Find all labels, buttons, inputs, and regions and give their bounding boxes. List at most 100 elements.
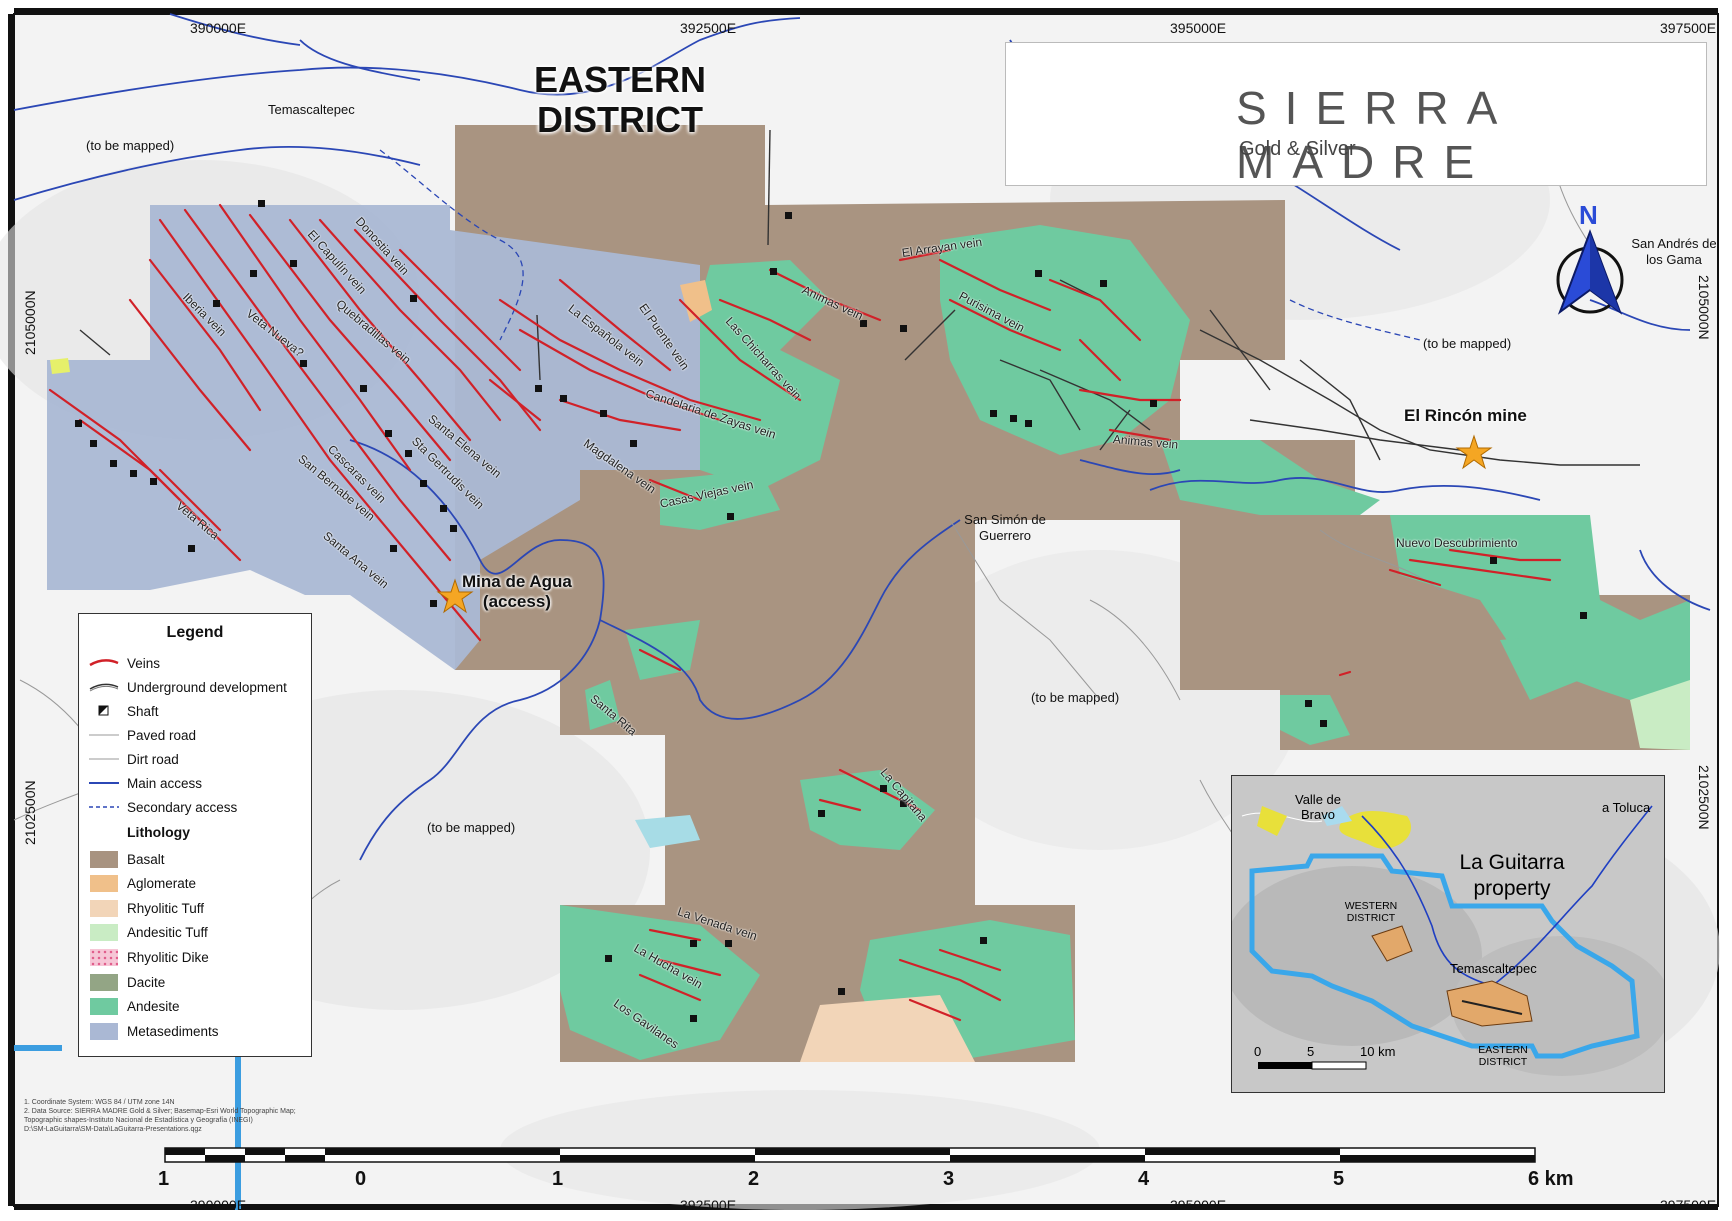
legend-item-lithology: Andesitic Tuff xyxy=(89,922,208,944)
dirt-road-icon xyxy=(89,750,119,768)
legend-item-veins: Veins xyxy=(89,652,160,674)
legend-label: Veins xyxy=(127,655,161,671)
legend-item-shaft: Shaft xyxy=(89,700,159,722)
inset-graphics xyxy=(1232,776,1664,1092)
logo-brand: SIERRA MADRE xyxy=(1236,82,1513,188)
legend-label: Shaft xyxy=(127,703,159,719)
mina-agua-access: (access) xyxy=(482,592,551,611)
inset-property-label: La Guitarra property xyxy=(1452,850,1572,902)
map-notes: 1. Coordinate System: WGS 84 / UTM zone … xyxy=(24,1098,296,1134)
legend-item-lithology: Andesite xyxy=(89,996,180,1018)
inset-scale-10: 10 km xyxy=(1360,1044,1396,1059)
legend-item-lithology: Dacite xyxy=(89,971,165,993)
district-title-line1: EASTERN xyxy=(533,59,707,100)
inset-property-line1: La Guitarra xyxy=(1459,851,1565,874)
legend-item-underground: Underground development xyxy=(89,676,287,698)
legend-label: Basalt xyxy=(127,851,165,867)
legend-label: Andesite xyxy=(127,999,180,1015)
legend-label: Main access xyxy=(127,775,203,791)
andesitic-tuff-patch xyxy=(1630,680,1690,750)
location-inset-map: Valle de Bravo a Toluca La Guitarra prop… xyxy=(1231,775,1665,1093)
lithology-title: Lithology xyxy=(127,824,190,840)
aglomerate-patch xyxy=(680,280,712,322)
water-body xyxy=(635,815,700,848)
legend-label: Metasediments xyxy=(127,1023,219,1039)
main-access-icon xyxy=(89,774,119,792)
secondary-access-lines xyxy=(379,149,1421,341)
inset-eastern-label: EASTERN DISTRICT xyxy=(1468,1044,1538,1068)
note-line: Topographic shapes-Instituto Nacional de… xyxy=(24,1117,253,1124)
el-rincon-star-icon[interactable] xyxy=(1455,434,1493,470)
coord-left-1: 2105000N xyxy=(22,290,38,355)
legend-item-lithology: Rhyolitic Tuff xyxy=(89,897,204,919)
legend-label: Paved road xyxy=(127,727,197,743)
coord-left-2: 2102500N xyxy=(22,780,38,845)
legend-label: Andesitic Tuff xyxy=(127,925,208,941)
inset-scale-0: 0 xyxy=(1254,1044,1262,1059)
scale-label: 2 xyxy=(748,1168,760,1190)
legend-item-lithology: Rhyolitic Dike xyxy=(89,946,209,968)
sierra-madre-logo: SIERRA MADRE Gold & Silver xyxy=(1005,42,1707,188)
note-line: 1. Coordinate System: WGS 84 / UTM zone … xyxy=(24,1099,175,1106)
legend-label: Secondary access xyxy=(127,799,238,815)
scale-label: 0 xyxy=(355,1168,367,1190)
coord-top-1: 390000E xyxy=(190,20,247,36)
place-to-be-mapped-3: (to be mapped) xyxy=(1031,690,1120,705)
legend-item-dirt-road: Dirt road xyxy=(89,748,179,770)
scale-label: 4 xyxy=(1138,1168,1150,1190)
vein-lines xyxy=(48,203,1562,1022)
mina-agua-name: Mina de Agua xyxy=(462,572,572,591)
inset-western-line1: WESTERN xyxy=(1344,900,1398,912)
shaft-icon xyxy=(89,702,119,720)
legend-item-lithology: Basalt xyxy=(89,848,165,870)
map-legend: Legend Veins Underground development Sha… xyxy=(78,613,312,1057)
lithology-swatch-icon xyxy=(89,899,119,917)
lithology-swatch-icon xyxy=(89,948,119,966)
coord-top-4: 397500E xyxy=(1660,20,1717,36)
note-line: D:\SM-LaGuitarra\SM-Data\LaGuitarra-Pres… xyxy=(24,1126,202,1133)
legend-title: Legend xyxy=(166,624,224,641)
lithology-swatch-icon xyxy=(89,850,119,868)
mine-mina-de-agua[interactable]: Mina de Agua (access) xyxy=(462,572,572,612)
legend-item-secondary-access: Secondary access xyxy=(89,796,237,818)
coord-bottom-3: 395000E xyxy=(1170,1197,1227,1213)
legend-item-lithology: Metasediments xyxy=(89,1020,219,1042)
coord-right-2: 2102500N xyxy=(1696,765,1712,830)
rhyolitic-tuff-patch xyxy=(800,995,975,1062)
lithology-swatch-icon xyxy=(89,875,119,893)
legend-label: Dirt road xyxy=(127,751,179,767)
yellow-patch xyxy=(50,358,70,374)
legend-label: Rhyolitic Dike xyxy=(127,949,209,965)
paved-road-icon xyxy=(89,726,119,744)
lithology-swatch-icon xyxy=(89,998,119,1016)
scale-bar xyxy=(164,1147,1536,1163)
place-to-be-mapped-4: (to be mapped) xyxy=(427,820,516,835)
mina-agua-star-icon[interactable] xyxy=(436,578,474,614)
place-to-be-mapped-1: (to be mapped) xyxy=(86,138,175,153)
north-label: N xyxy=(1579,200,1598,230)
north-arrow-icon xyxy=(1556,229,1624,315)
legend-label: Aglomerate xyxy=(127,876,197,892)
note-line: 2. Data Source: SIERRA MADRE Gold & Silv… xyxy=(24,1108,296,1115)
legend-label: Underground development xyxy=(127,679,287,695)
inset-label-toluca: a Toluca xyxy=(1602,800,1651,815)
mine-el-rincon[interactable]: El Rincón mine xyxy=(1404,406,1527,425)
legend-label: Rhyolitic Tuff xyxy=(127,900,205,916)
inset-western-label: WESTERN DISTRICT xyxy=(1336,900,1406,924)
scale-label: 5 xyxy=(1333,1168,1345,1190)
inset-property-line2: property xyxy=(1473,877,1551,900)
inset-western-line2: DISTRICT xyxy=(1346,912,1396,924)
place-to-be-mapped-2: (to be mapped) xyxy=(1423,336,1512,351)
legend-label: Dacite xyxy=(127,974,166,990)
legend-item-lithology: Aglomerate xyxy=(89,873,196,895)
inset-temascaltepec: Temascaltepec xyxy=(1450,961,1537,976)
scale-label: 3 xyxy=(943,1168,955,1190)
logo-tagline: Gold & Silver xyxy=(1239,138,1356,160)
andesite-unit xyxy=(560,225,1690,1060)
place-san-simon: San Simón de Guerrero xyxy=(964,512,1046,543)
legend-item-paved-road: Paved road xyxy=(89,724,196,746)
district-title-line2: DISTRICT xyxy=(537,99,703,140)
coord-right-1: 2105000N xyxy=(1696,275,1712,340)
lithology-swatch-icon xyxy=(89,924,119,942)
